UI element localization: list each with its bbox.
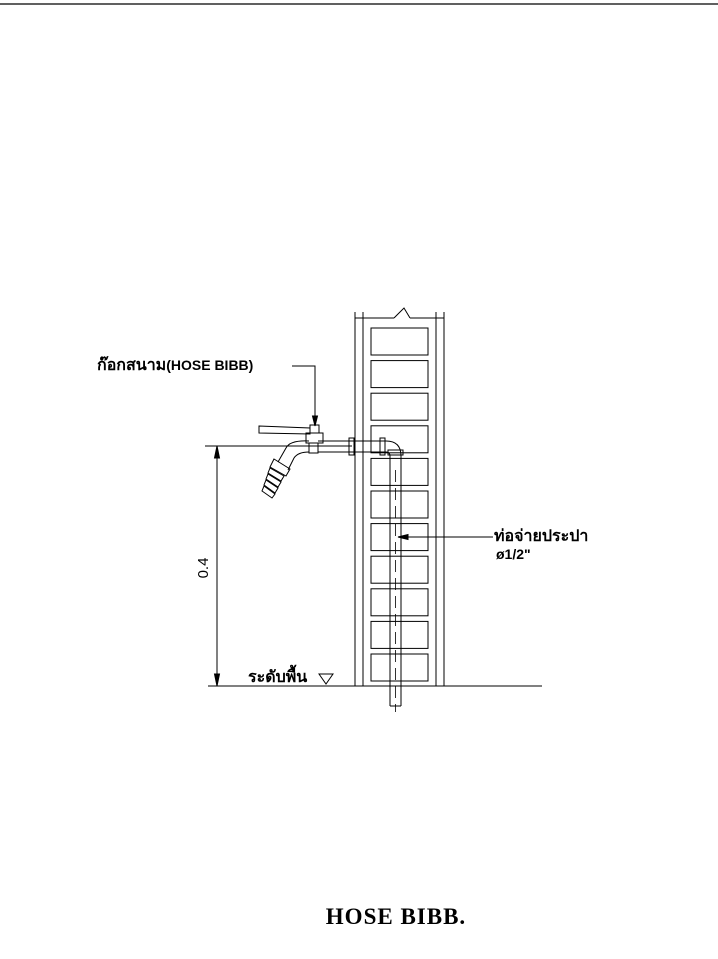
height-value-text: 0.4: [195, 558, 212, 579]
faucet-label-english: (HOSE BIBB): [166, 357, 253, 373]
faucet-leader: [292, 365, 319, 427]
brick: [370, 425, 429, 454]
pipe-leader: [397, 533, 493, 541]
pipe-size-label: ø1/2": [496, 546, 531, 562]
floor-level-text: ระดับพื้น: [248, 664, 307, 686]
brick-wall: [354, 307, 445, 686]
brick: [370, 360, 429, 389]
brick: [370, 620, 429, 649]
brick: [370, 588, 429, 617]
brick: [370, 457, 429, 486]
supply-pipe: [318, 437, 404, 712]
brick: [370, 653, 429, 682]
brick: [370, 490, 429, 519]
brick: [370, 327, 429, 356]
pipe-label-thai: ท่อจ่ายประปา: [494, 528, 588, 545]
brick: [370, 392, 429, 421]
hose-bibb-faucet: [258, 424, 324, 499]
faucet-label: ก๊อกสนาม(HOSE BIBB): [97, 355, 253, 374]
drawing-title: HOSE BIBB.: [326, 904, 466, 929]
brick-courses: [370, 327, 429, 682]
level-triangle-icon: [318, 673, 334, 685]
brick: [370, 555, 429, 584]
height-dimension: [205, 445, 352, 687]
faucet-label-thai: ก๊อกสนาม: [97, 355, 166, 374]
